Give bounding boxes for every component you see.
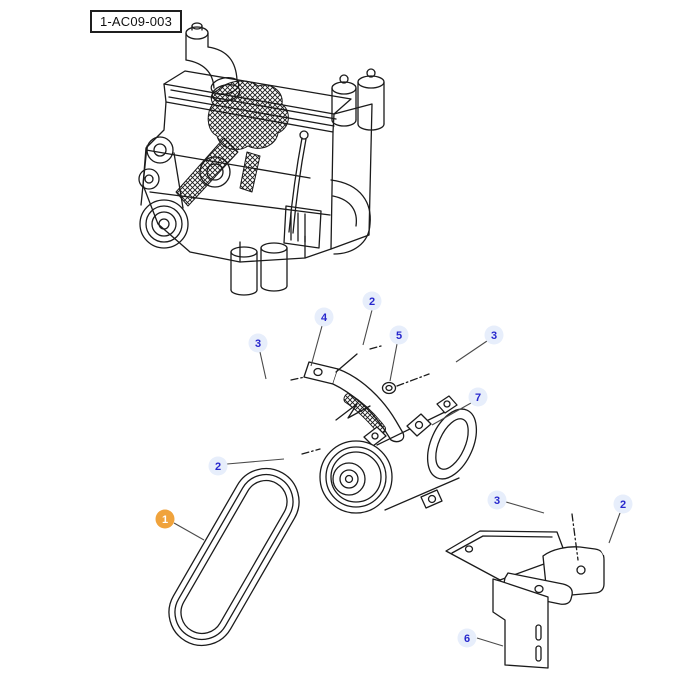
callout-hex-nut-middle[interactable]: 2 — [208, 456, 228, 476]
svg-text:5: 5 — [396, 330, 402, 342]
hex-bolt-bottom-drawing — [533, 504, 573, 528]
highlighted-compressor-location — [175, 80, 289, 207]
oil-filters — [230, 242, 288, 296]
drive-belt-drawing — [168, 467, 300, 647]
callout-drive-belt-selected[interactable]: 1 — [155, 509, 175, 529]
svg-text:3: 3 — [255, 338, 261, 350]
engine-overview-illustration — [138, 22, 385, 296]
svg-text:7: 7 — [475, 392, 481, 404]
callout-hex-nut-top[interactable]: 2 — [362, 291, 382, 311]
svg-text:2: 2 — [620, 499, 626, 511]
callout-compressor[interactable]: 7 — [468, 387, 488, 407]
dipstick-and-plate — [283, 130, 322, 249]
exploded-view — [168, 345, 614, 669]
callout-hex-bolt-left[interactable]: 3 — [248, 333, 268, 353]
pivot-bracket-drawing — [303, 361, 405, 443]
callout-mounting-bracket[interactable]: 6 — [457, 628, 477, 648]
alignment-lines — [290, 345, 579, 561]
callout-hex-bolt-bottom[interactable]: 3 — [487, 490, 507, 510]
figure-reference-label: 1-AC09-003 — [90, 10, 182, 33]
svg-text:4: 4 — [321, 312, 328, 324]
callout-hex-nut-bottom[interactable]: 2 — [613, 494, 633, 514]
engine-block — [142, 101, 373, 263]
svg-text:2: 2 — [215, 461, 221, 473]
svg-text:2: 2 — [369, 296, 375, 308]
svg-text:3: 3 — [494, 495, 500, 507]
hex-nut-middle-drawing — [286, 451, 300, 463]
callout-pivot-bracket[interactable]: 4 — [314, 307, 334, 327]
flywheel-housing — [330, 179, 371, 255]
hex-bolt-right-drawing — [428, 351, 468, 381]
hex-nut-top-drawing — [355, 346, 369, 358]
callout-hex-bolt-right[interactable]: 3 — [484, 325, 504, 345]
leader-lines — [173, 309, 621, 647]
fuel-filters — [331, 68, 385, 131]
svg-text:1: 1 — [162, 514, 168, 526]
break-line — [335, 403, 371, 421]
mounting-bracket-drawing — [445, 530, 605, 669]
callout-washer[interactable]: 5 — [389, 325, 409, 345]
washer-drawing — [381, 381, 397, 395]
hex-bolt-left-drawing — [251, 373, 291, 397]
front-pulleys — [138, 136, 231, 249]
svg-text:6: 6 — [464, 633, 470, 645]
compressor-drawing — [319, 395, 478, 514]
svg-text:3: 3 — [491, 330, 497, 342]
